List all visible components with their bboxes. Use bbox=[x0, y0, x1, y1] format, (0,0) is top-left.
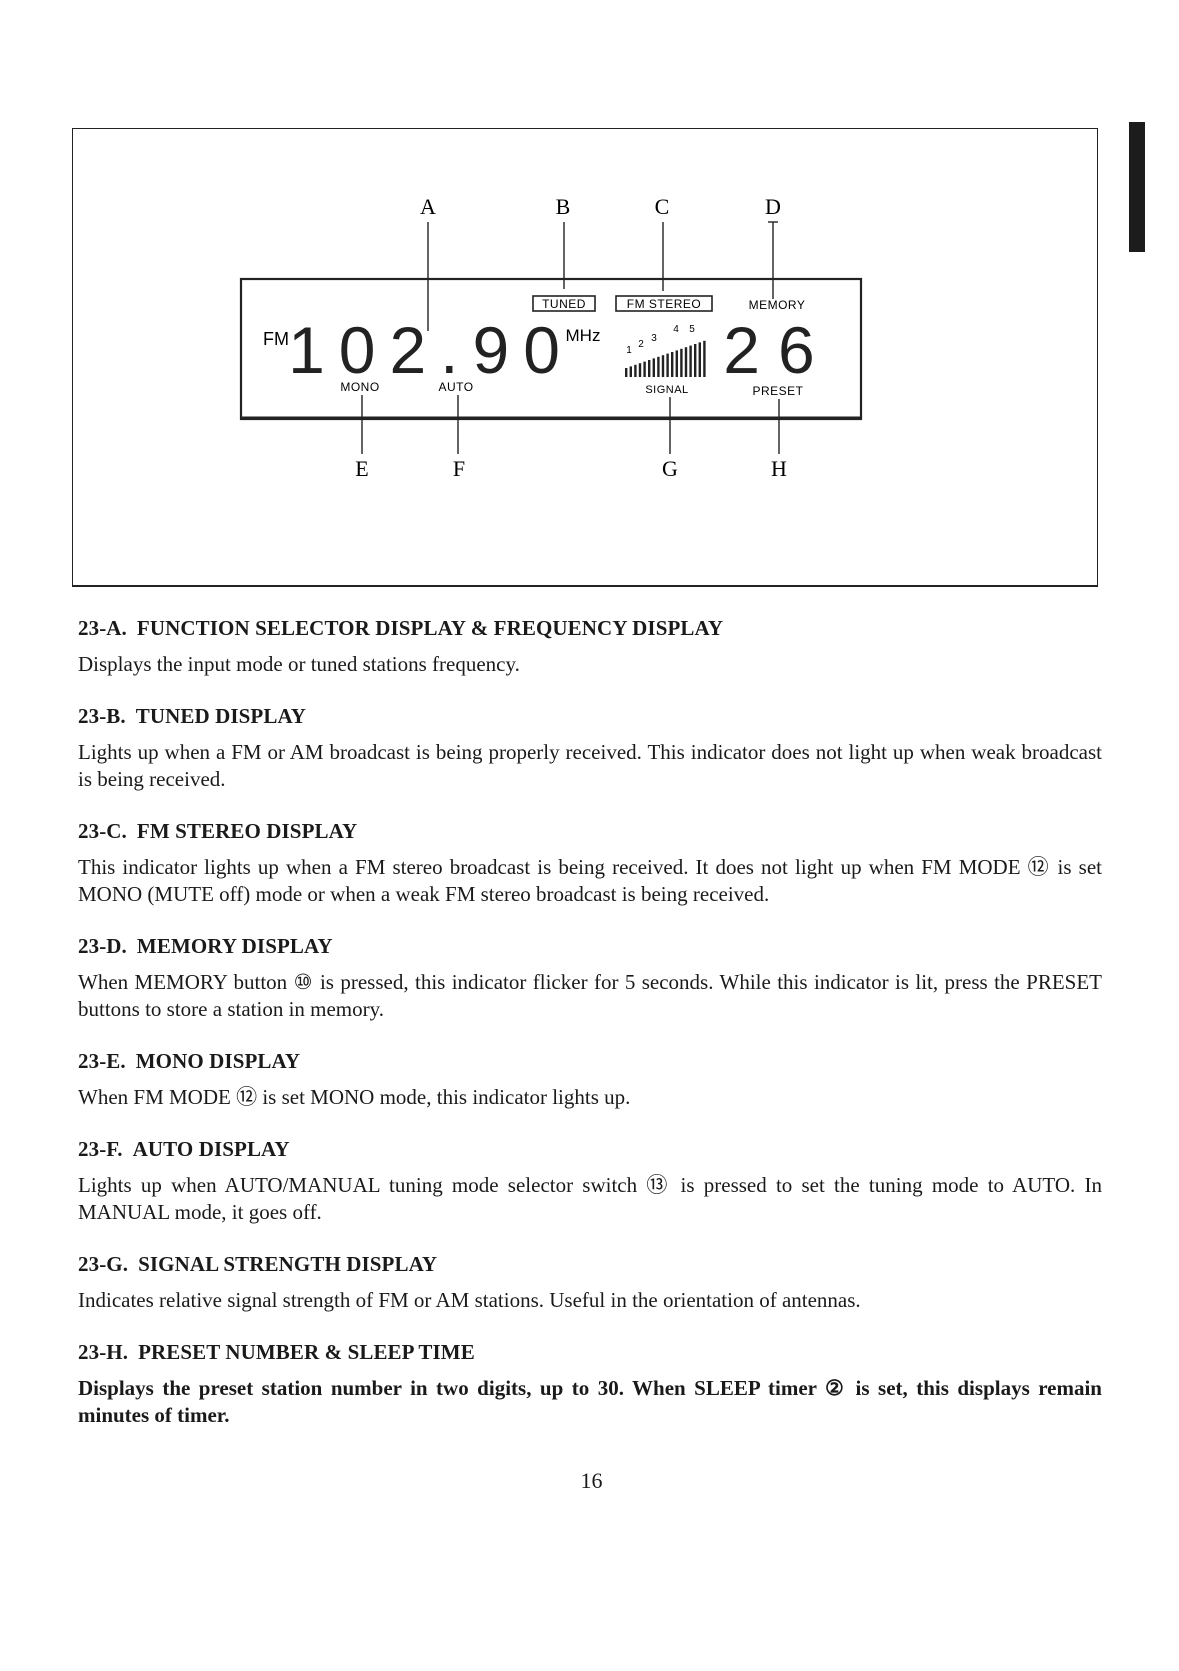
band-label: FM bbox=[263, 329, 289, 349]
frequency-readout: 102.90 bbox=[288, 313, 574, 387]
section-23c: 23-C. FM STEREO DISPLAY This indicator li… bbox=[78, 818, 1102, 908]
signal-bar bbox=[648, 360, 651, 377]
top-leader-lines bbox=[427, 221, 778, 331]
chapter-edge-tab bbox=[1129, 122, 1145, 252]
section-body: When MEMORY button ⑩ is pressed, this in… bbox=[78, 970, 1102, 1021]
signal-bar bbox=[684, 347, 688, 377]
page-number: 16 bbox=[580, 1468, 603, 1493]
preset-label: PRESET bbox=[752, 384, 803, 398]
section-number: 23-D. bbox=[78, 934, 127, 958]
signal-bar bbox=[694, 344, 697, 377]
signal-bar bbox=[671, 352, 674, 377]
memory-label: MEMORY bbox=[749, 298, 806, 312]
callout-d: D bbox=[765, 194, 781, 219]
section-heading: 23-F. AUTO DISPLAY bbox=[78, 1136, 1102, 1162]
section-number: 23-G. bbox=[78, 1252, 129, 1276]
section-title: SIGNAL STRENGTH DISPLAY bbox=[138, 1252, 438, 1276]
section-body: Lights up when AUTO/MANUAL tuning mode s… bbox=[78, 1173, 1102, 1224]
section-title: FM STEREO DISPLAY bbox=[136, 819, 358, 843]
section-body: Displays the input mode or tuned station… bbox=[78, 652, 520, 676]
signal-bar bbox=[698, 342, 701, 377]
fm-stereo-indicator-box bbox=[615, 295, 713, 312]
signal-level-4: 4 bbox=[673, 324, 679, 335]
callout-e: E bbox=[355, 456, 368, 481]
signal-level-3: 3 bbox=[651, 333, 657, 344]
preset-readout: 26 bbox=[723, 313, 832, 387]
callout-b: B bbox=[556, 194, 571, 219]
section-heading: 23-C. FM STEREO DISPLAY bbox=[78, 818, 1102, 844]
section-heading: 23-A. FUNCTION SELECTOR DISPLAY & FREQUEN… bbox=[78, 615, 1102, 641]
section-heading: 23-G. SIGNAL STRENGTH DISPLAY bbox=[78, 1251, 1102, 1277]
section-number: 23-H. bbox=[78, 1340, 129, 1364]
section-23b: 23-B. TUNED DISPLAY Lights up when a FM o… bbox=[78, 703, 1102, 793]
signal-bar bbox=[638, 363, 642, 377]
section-23f: 23-F. AUTO DISPLAY Lights up when AUTO/MA… bbox=[78, 1136, 1102, 1226]
section-body: This indicator lights up when a FM stere… bbox=[78, 855, 1102, 906]
tuned-indicator-box bbox=[532, 295, 596, 312]
signal-level-1: 1 bbox=[626, 345, 632, 356]
callout-c: C bbox=[655, 194, 670, 219]
signal-bar bbox=[657, 356, 660, 377]
section-title: MONO DISPLAY bbox=[135, 1049, 301, 1073]
display-diagram: A B C D TUNED FM STEREO MEMORY FM 102.90… bbox=[239, 194, 863, 481]
signal-bar bbox=[661, 355, 665, 377]
signal-bar bbox=[689, 345, 692, 377]
section-heading: 23-B. TUNED DISPLAY bbox=[78, 703, 1102, 729]
section-23h: 23-H. PRESET NUMBER & SLEEP TIME Displays… bbox=[78, 1339, 1102, 1429]
callout-f: F bbox=[453, 456, 465, 481]
section-23a: 23-A. FUNCTION SELECTOR DISPLAY & FREQUEN… bbox=[78, 615, 1102, 678]
section-body: Lights up when a FM or AM broadcast is b… bbox=[78, 740, 1102, 791]
section-title: TUNED DISPLAY bbox=[135, 704, 307, 728]
signal-level-2: 2 bbox=[638, 339, 644, 350]
signal-bar bbox=[675, 350, 678, 377]
signal-bar bbox=[643, 361, 646, 377]
section-number: 23-E. bbox=[78, 1049, 126, 1073]
display-diagram-frame: A B C D TUNED FM STEREO MEMORY FM 102.90… bbox=[72, 128, 1098, 587]
section-title: FUNCTION SELECTOR DISPLAY & FREQUENCY DI… bbox=[136, 616, 724, 640]
signal-bar bbox=[680, 348, 683, 377]
unit-label: MHz bbox=[566, 326, 601, 345]
signal-bar bbox=[625, 368, 628, 377]
fm-stereo-label: FM STEREO bbox=[627, 297, 702, 311]
section-number: 23-C. bbox=[78, 819, 127, 843]
section-body: Displays the preset station number in tw… bbox=[78, 1376, 1102, 1427]
section-number: 23-A. bbox=[78, 616, 127, 640]
section-title: AUTO DISPLAY bbox=[132, 1137, 290, 1161]
bottom-leader-lines bbox=[361, 395, 780, 454]
section-23g: 23-G. SIGNAL STRENGTH DISPLAY Indicates r… bbox=[78, 1251, 1102, 1314]
signal-bar bbox=[629, 366, 632, 377]
signal-label: SIGNAL bbox=[645, 384, 688, 396]
section-heading: 23-H. PRESET NUMBER & SLEEP TIME bbox=[78, 1339, 1102, 1365]
section-title: MEMORY DISPLAY bbox=[136, 934, 333, 958]
callout-a: A bbox=[420, 194, 436, 219]
tuned-label: TUNED bbox=[542, 297, 586, 311]
signal-bar bbox=[703, 340, 706, 377]
auto-label: AUTO bbox=[438, 380, 473, 394]
section-heading: 23-E. MONO DISPLAY bbox=[78, 1048, 1102, 1074]
callout-g: G bbox=[662, 456, 678, 481]
section-heading: 23-D. MEMORY DISPLAY bbox=[78, 933, 1102, 959]
section-body: Indicates relative signal strength of FM… bbox=[78, 1288, 861, 1312]
section-23d: 23-D. MEMORY DISPLAY When MEMORY button ⑩… bbox=[78, 933, 1102, 1023]
signal-level-5: 5 bbox=[689, 324, 695, 335]
callout-h: H bbox=[771, 456, 787, 481]
mono-label: MONO bbox=[340, 380, 379, 394]
signal-bar bbox=[652, 358, 655, 377]
section-number: 23-B. bbox=[78, 704, 126, 728]
section-body: When FM MODE ⑫ is set MONO mode, this in… bbox=[78, 1085, 631, 1109]
section-title: PRESET NUMBER & SLEEP TIME bbox=[138, 1340, 475, 1364]
signal-meter bbox=[625, 340, 706, 377]
section-number: 23-F. bbox=[78, 1137, 123, 1161]
signal-bar bbox=[666, 353, 669, 377]
signal-bar bbox=[634, 364, 637, 377]
section-23e: 23-E. MONO DISPLAY When FM MODE ⑫ is set … bbox=[78, 1048, 1102, 1111]
